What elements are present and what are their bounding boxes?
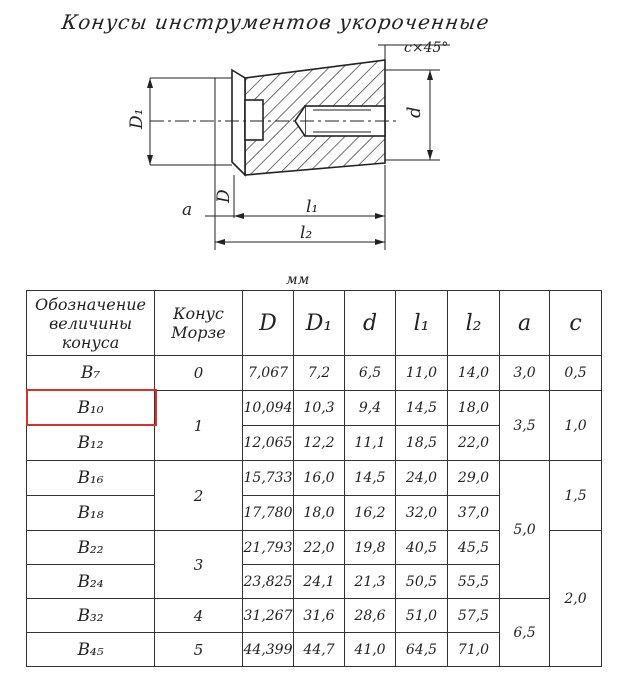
cell-l1: 40,5 xyxy=(395,530,448,565)
cell-d: 16,2 xyxy=(344,495,396,531)
cell-l2: 22,0 xyxy=(447,425,500,461)
unit-label: мм xyxy=(286,272,310,288)
label-d: d xyxy=(404,106,425,118)
cone-designation: B₁₀ xyxy=(26,390,155,426)
cell-l1: 32,0 xyxy=(395,495,448,531)
cell-d: 19,8 xyxy=(344,530,396,565)
label-l1: l₁ xyxy=(306,197,318,217)
header-a: a xyxy=(499,290,550,356)
cell-l1: 11,0 xyxy=(395,355,448,391)
notch xyxy=(244,99,264,141)
cell-l1: 50,5 xyxy=(395,564,448,599)
label-D: D xyxy=(214,189,234,204)
cell-D1: 7,2 xyxy=(293,355,345,391)
cell-a: 6,5 xyxy=(499,598,550,667)
cone-designation: B₄₅ xyxy=(26,632,155,667)
cell-l2: 37,0 xyxy=(447,495,500,531)
cone-designation: B₁₆ xyxy=(26,460,155,496)
cell-D1: 16,0 xyxy=(293,460,345,496)
cell-D: 15,733 xyxy=(242,460,294,496)
cell-c: 2,0 xyxy=(549,530,602,667)
cell-c: 1,0 xyxy=(549,390,602,461)
cone-designation: B₃₂ xyxy=(26,598,155,633)
cell-l2: 71,0 xyxy=(447,632,500,667)
table-row: B₇ 0 7,067 7,2 6,5 11,0 14,0 3,0 0,5 xyxy=(26,355,602,391)
header-l2: l₂ xyxy=(447,290,500,356)
cell-D1: 24,1 xyxy=(293,564,345,599)
cell-D: 31,267 xyxy=(242,598,294,633)
cell-d: 11,1 xyxy=(344,425,396,461)
cell-D: 7,067 xyxy=(242,355,294,391)
cell-a: 3,5 xyxy=(499,390,550,461)
cell-a: 5,0 xyxy=(499,460,550,599)
header-D: D xyxy=(242,290,294,356)
label-chamfer: c×45° xyxy=(404,40,448,56)
cell-a: 3,0 xyxy=(499,355,550,391)
cell-l2: 18,0 xyxy=(447,390,500,426)
header-c: c xyxy=(549,290,602,356)
table-row: B₃₂ 4 31,267 31,6 28,6 51,0 57,5 6,5 xyxy=(26,598,602,667)
cone-spec-table: Обозначение величины конуса Конус Морзе … xyxy=(26,290,602,667)
morse-number: 1 xyxy=(154,390,243,461)
cell-D: 23,825 xyxy=(242,564,294,599)
table-row: B₄₅ 5 44,399 44,7 41,0 64,5 71,0 xyxy=(26,632,602,667)
morse-number: 5 xyxy=(154,632,243,667)
table-row: B₂₄ 23,825 24,1 21,3 50,5 55,5 xyxy=(26,564,602,599)
cell-l2: 45,5 xyxy=(447,530,500,565)
morse-number: 3 xyxy=(154,530,243,599)
cell-d: 14,5 xyxy=(344,460,396,496)
table-row: B₁₂ 12,065 12,2 11,1 18,5 22,0 xyxy=(26,425,602,461)
cell-l1: 14,5 xyxy=(395,390,448,426)
table-row: B₁₀ 1 10,094 10,3 9,4 14,5 18,0 3,5 1,0 xyxy=(26,390,602,461)
table-row: B₁₆ 2 15,733 16,0 14,5 24,0 29,0 5,0 1,5 xyxy=(26,460,602,599)
label-l2: l₂ xyxy=(300,223,312,243)
cone-designation: B₇ xyxy=(26,355,155,391)
cell-l2: 29,0 xyxy=(447,460,500,496)
cone-designation: B₁₂ xyxy=(26,425,155,461)
header-row: Обозначение величины конуса Конус Морзе … xyxy=(26,290,602,356)
cell-D: 44,399 xyxy=(242,632,294,667)
cone-designation: B₂₄ xyxy=(26,564,155,599)
cell-c: 1,5 xyxy=(549,460,602,531)
cell-D: 21,793 xyxy=(242,530,294,565)
cell-l1: 64,5 xyxy=(395,632,448,667)
label-a: a xyxy=(182,200,192,220)
end-face xyxy=(231,68,246,177)
cell-D1: 12,2 xyxy=(293,425,345,461)
header-l1: l₁ xyxy=(395,290,448,356)
cell-l2: 57,5 xyxy=(447,598,500,633)
cell-D1: 22,0 xyxy=(293,530,345,565)
cell-D1: 18,0 xyxy=(293,495,345,531)
label-D1: D₁ xyxy=(127,109,147,130)
morse-number: 0 xyxy=(154,355,243,391)
cell-d: 6,5 xyxy=(344,355,396,391)
header-d: d xyxy=(344,290,396,356)
cell-l2: 55,5 xyxy=(447,564,500,599)
cell-d: 21,3 xyxy=(344,564,396,599)
table-row: B₂₂ 3 21,793 22,0 19,8 40,5 45,5 2,0 xyxy=(26,530,602,667)
cone-designation: B₁₈ xyxy=(26,495,155,531)
cell-l1: 24,0 xyxy=(395,460,448,496)
header-D1: D₁ xyxy=(293,290,345,356)
cell-d: 9,4 xyxy=(344,390,396,426)
cell-D1: 10,3 xyxy=(293,390,345,426)
cell-D: 12,065 xyxy=(242,425,294,461)
cell-D: 17,780 xyxy=(242,495,294,531)
morse-number: 2 xyxy=(154,460,243,531)
cell-d: 41,0 xyxy=(344,632,396,667)
cell-d: 28,6 xyxy=(344,598,396,633)
header-morse-cone: Конус Морзе xyxy=(154,290,243,356)
cell-c: 0,5 xyxy=(549,355,602,391)
cell-D1: 44,7 xyxy=(293,632,345,667)
cone-drawing: D₁ D d a l₁ l₂ c×45° xyxy=(127,40,450,250)
cell-l1: 18,5 xyxy=(395,425,448,461)
cell-l2: 14,0 xyxy=(447,355,500,391)
cell-D: 10,094 xyxy=(242,390,294,426)
cell-l1: 51,0 xyxy=(395,598,448,633)
cell-D1: 31,6 xyxy=(293,598,345,633)
header-cone-designation: Обозначение величины конуса xyxy=(26,290,155,356)
morse-number: 4 xyxy=(154,598,243,633)
cone-designation: B₂₂ xyxy=(26,530,155,565)
